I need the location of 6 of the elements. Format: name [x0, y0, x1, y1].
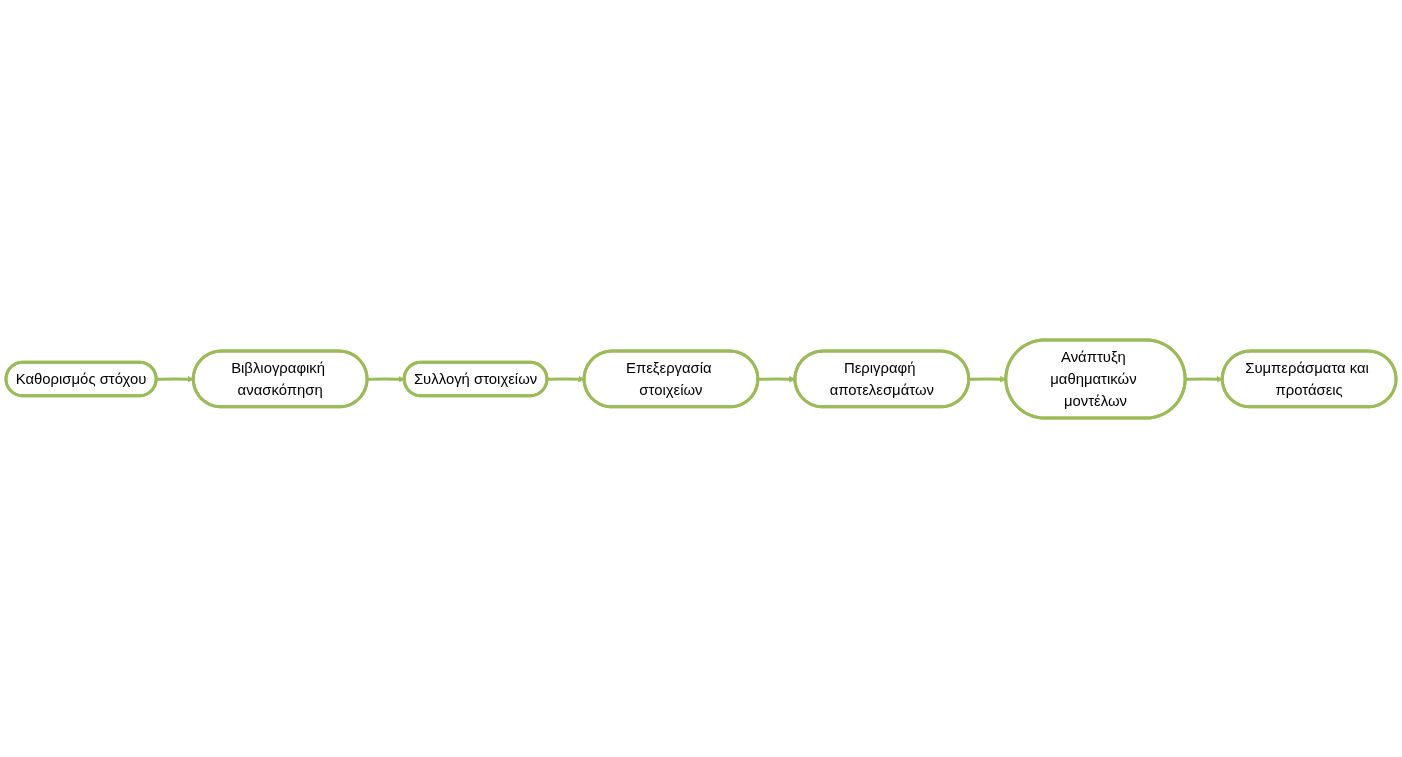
arrow: [758, 375, 796, 382]
arrow: [156, 375, 194, 382]
arrow: [367, 375, 405, 382]
arrow: [1185, 375, 1223, 382]
arrow: [969, 375, 1007, 382]
arrow: [547, 375, 585, 382]
